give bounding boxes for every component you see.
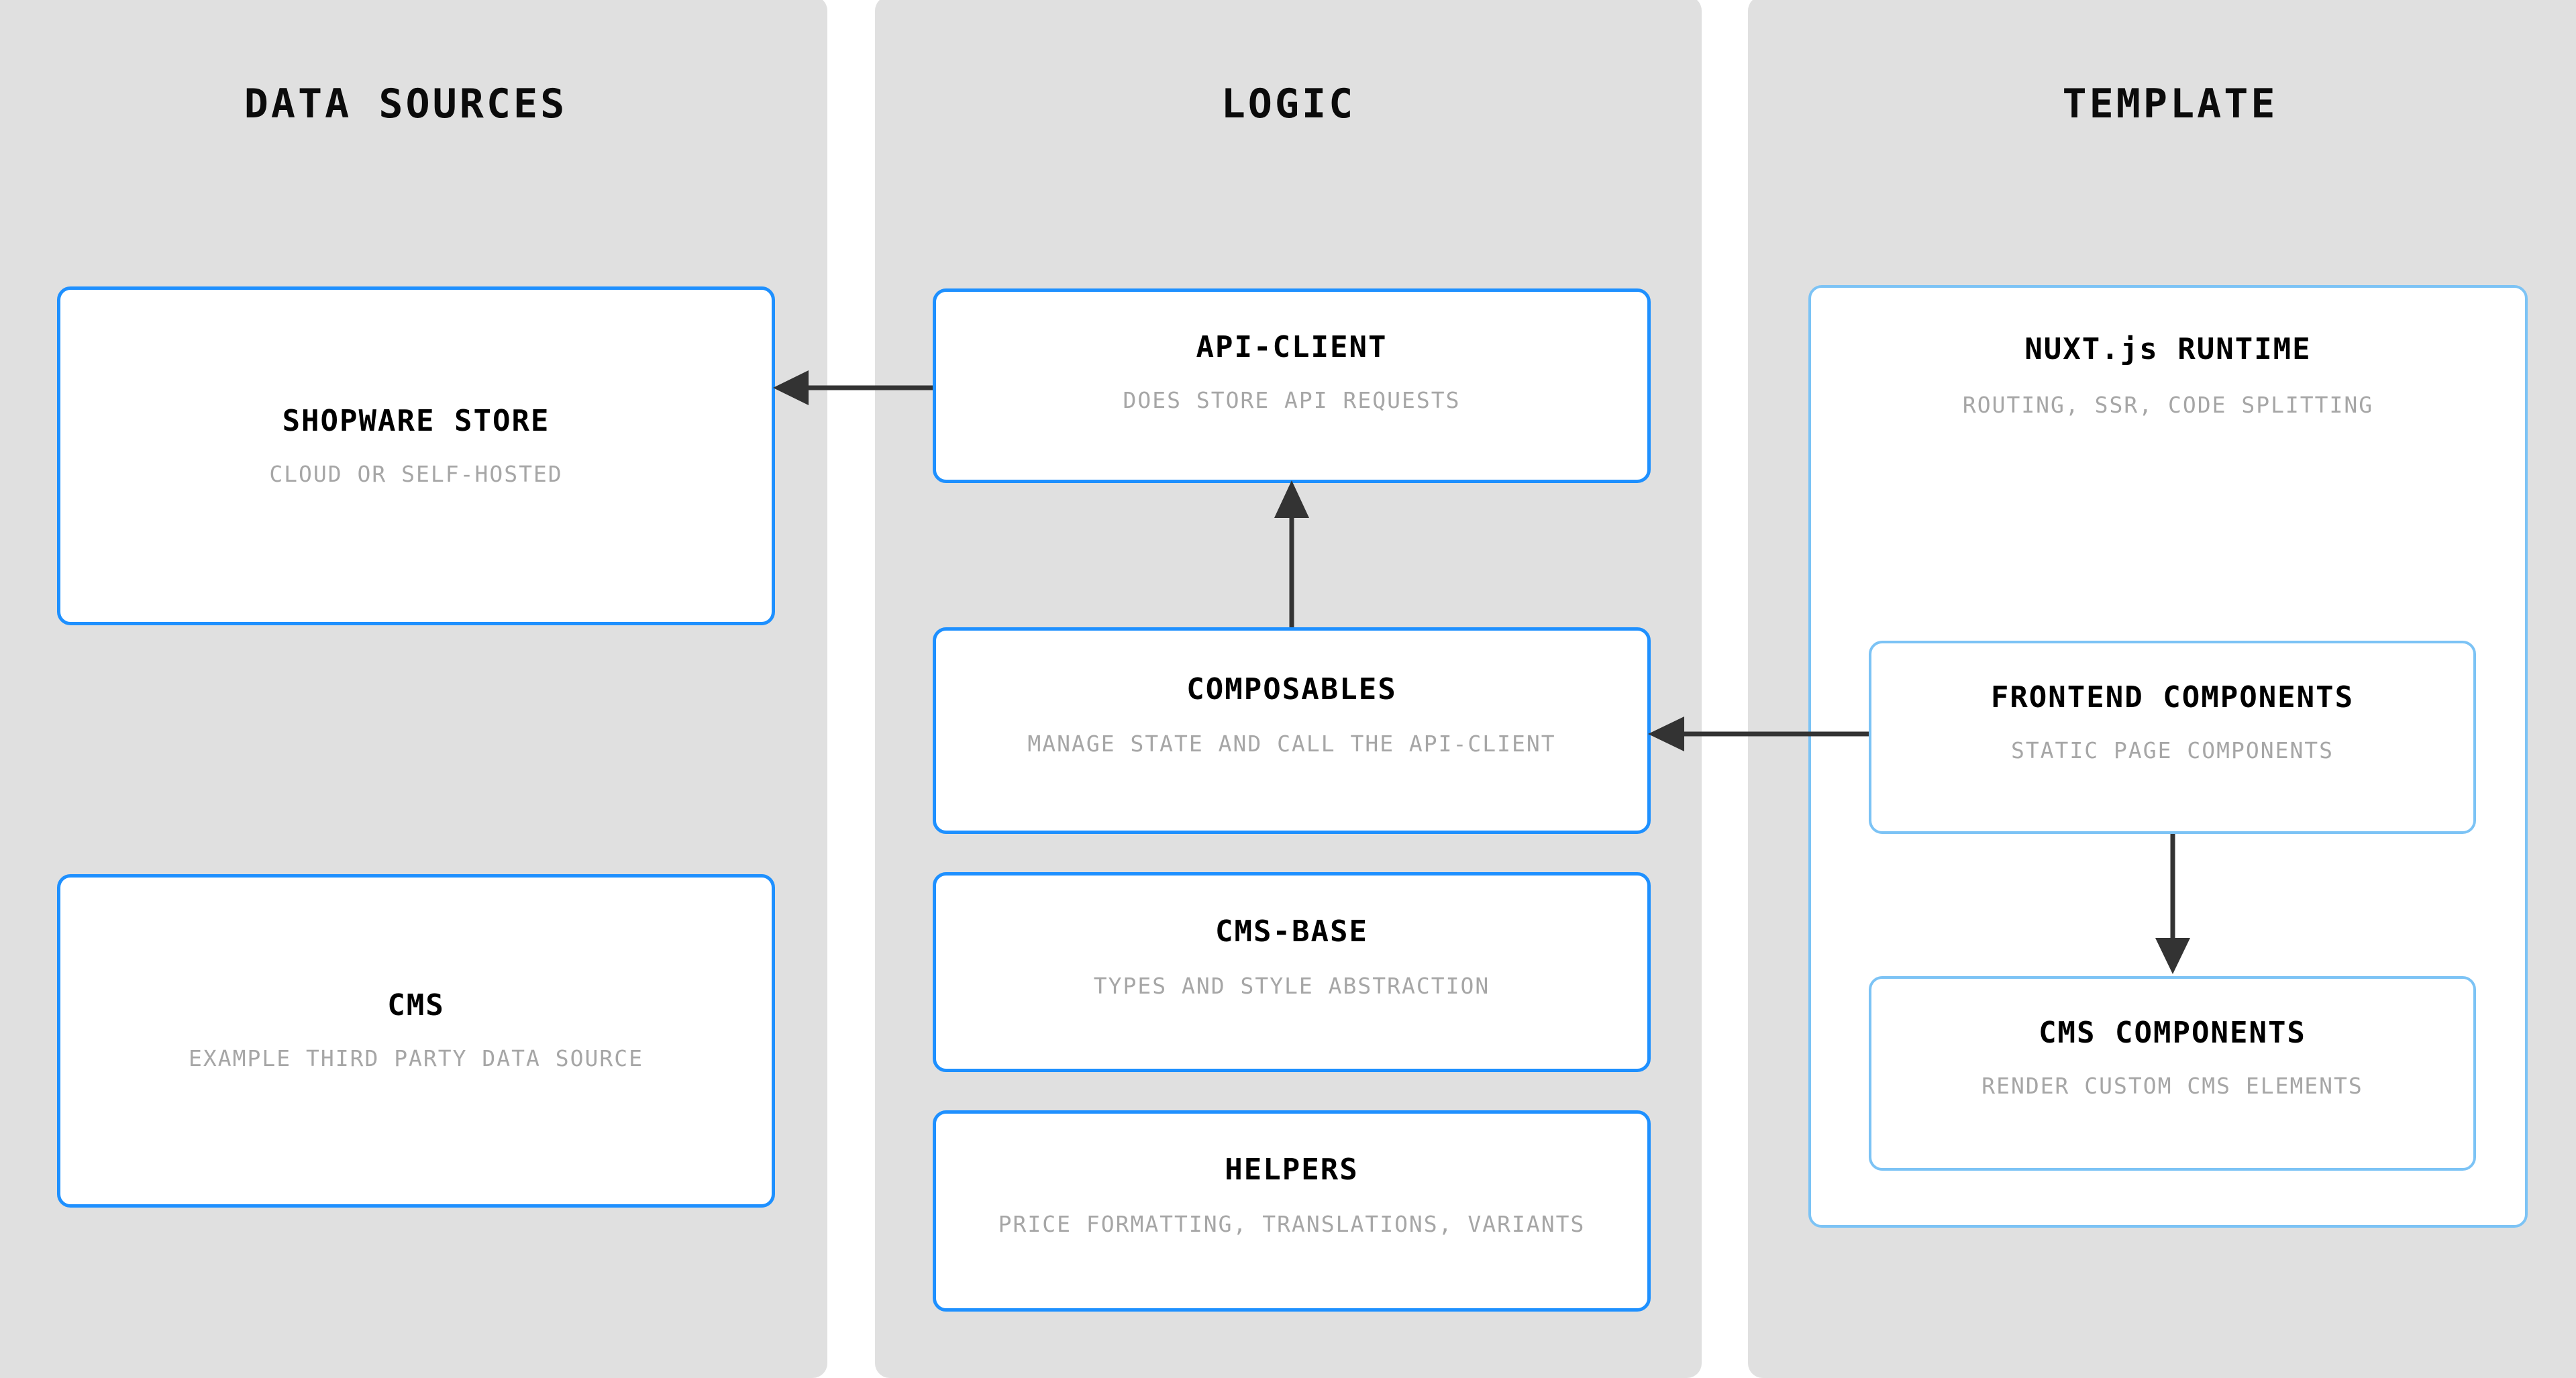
- card-cms-components-subtitle: RENDER CUSTOM CMS ELEMENTS: [1981, 1073, 2363, 1099]
- card-cms[interactable]: CMS EXAMPLE THIRD PARTY DATA SOURCE: [57, 874, 775, 1208]
- card-cms-components-title: CMS COMPONENTS: [2039, 1016, 2306, 1050]
- card-frontend-components[interactable]: FRONTEND COMPONENTS STATIC PAGE COMPONEN…: [1869, 641, 2476, 834]
- card-composables-subtitle: MANAGE STATE AND CALL THE API-CLIENT: [1027, 731, 1556, 757]
- card-nuxt-runtime-title: NUXT.js RUNTIME: [2024, 332, 2312, 366]
- card-composables-title: COMPOSABLES: [1186, 672, 1397, 706]
- card-api-client-subtitle: DOES STORE API REQUESTS: [1123, 387, 1461, 413]
- card-shopware-store[interactable]: SHOPWARE STORE CLOUD OR SELF-HOSTED: [57, 286, 775, 625]
- card-api-client-title: API-CLIENT: [1196, 330, 1388, 364]
- card-shopware-store-subtitle: CLOUD OR SELF-HOSTED: [269, 461, 563, 487]
- card-helpers-title: HELPERS: [1225, 1153, 1359, 1187]
- card-cms-title: CMS: [387, 988, 445, 1022]
- card-cms-base[interactable]: CMS-BASE TYPES AND STYLE ABSTRACTION: [933, 872, 1651, 1072]
- lane-title-data-sources: DATA SOURCES: [244, 81, 568, 127]
- card-helpers[interactable]: HELPERS PRICE FORMATTING, TRANSLATIONS, …: [933, 1110, 1651, 1312]
- card-shopware-store-title: SHOPWARE STORE: [282, 404, 550, 438]
- card-composables[interactable]: COMPOSABLES MANAGE STATE AND CALL THE AP…: [933, 627, 1651, 834]
- card-cms-base-title: CMS-BASE: [1215, 914, 1368, 949]
- card-api-client[interactable]: API-CLIENT DOES STORE API REQUESTS: [933, 288, 1651, 483]
- lane-title-logic: LOGIC: [1221, 81, 1356, 127]
- card-frontend-components-title: FRONTEND COMPONENTS: [1990, 680, 2355, 714]
- card-cms-subtitle: EXAMPLE THIRD PARTY DATA SOURCE: [189, 1045, 643, 1071]
- card-frontend-components-subtitle: STATIC PAGE COMPONENTS: [2010, 737, 2334, 763]
- card-cms-components[interactable]: CMS COMPONENTS RENDER CUSTOM CMS ELEMENT…: [1869, 976, 2476, 1171]
- card-helpers-subtitle: PRICE FORMATTING, TRANSLATIONS, VARIANTS: [998, 1211, 1586, 1237]
- card-nuxt-runtime-subtitle: ROUTING, SSR, CODE SPLITTING: [1962, 392, 2374, 418]
- card-cms-base-subtitle: TYPES AND STYLE ABSTRACTION: [1093, 973, 1490, 999]
- lane-title-template: TEMPLATE: [2062, 81, 2278, 127]
